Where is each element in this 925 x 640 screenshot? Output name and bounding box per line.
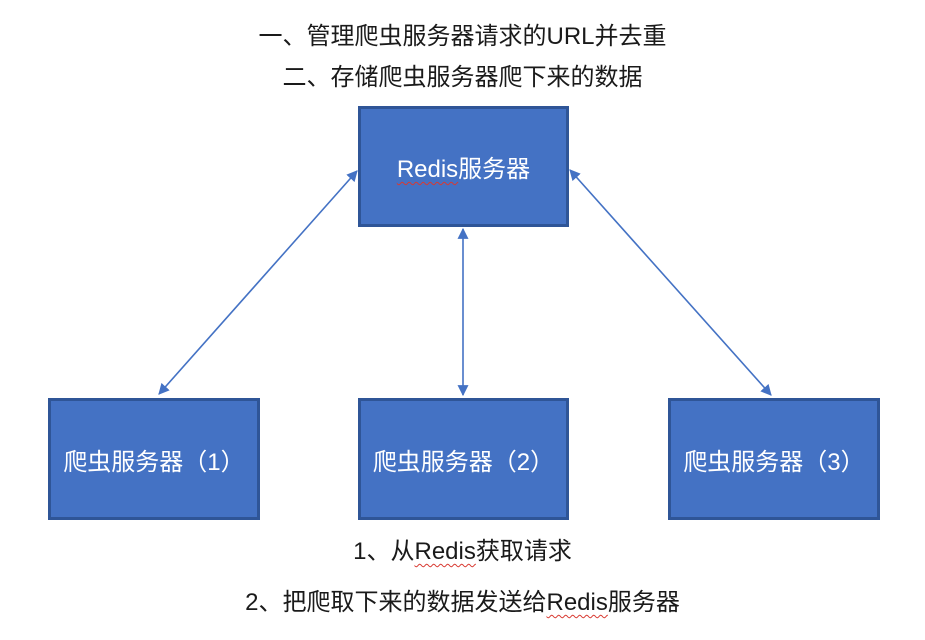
note-step-2: 2、把爬取下来的数据发送给Redis服务器: [0, 588, 925, 618]
note-redis-role-2: 二、存储爬虫服务器爬下来的数据: [282, 64, 643, 91]
step1-suffix: 获取请求: [475, 538, 572, 565]
crawler3-label: 爬虫服务器（3）: [683, 448, 865, 476]
step2-suffix: 服务器: [607, 589, 680, 616]
crawler1-label: 爬虫服务器（1）: [63, 448, 245, 476]
node-crawler-server-1: 爬虫服务器（1）: [48, 398, 260, 520]
note-step-1: 1、从Redis获取请求: [0, 537, 925, 567]
step1-prefix: 1、从: [353, 538, 415, 565]
node-redis-server: Redis服务器: [358, 106, 569, 227]
redis-word-suffix: 服务器: [458, 156, 531, 183]
step2-prefix: 2、把爬取下来的数据发送给: [245, 589, 547, 616]
note-redis-role-1: 一、管理爬虫服务器请求的URL并去重: [258, 23, 667, 50]
step1-redis-spellcheck: Redis: [414, 538, 476, 565]
crawler2-label: 爬虫服务器（2）: [372, 448, 555, 476]
node-crawler-server-2: 爬虫服务器（2）: [358, 398, 569, 520]
node-redis-label: Redis服务器: [397, 149, 530, 184]
step2-redis-spellcheck: Redis: [546, 589, 608, 616]
node-crawler-server-3: 爬虫服务器（3）: [668, 398, 880, 520]
connector-redis-crawler1: [158, 170, 358, 395]
redis-word-spellcheck: Redis: [396, 156, 459, 183]
connector-redis-crawler3: [569, 169, 772, 396]
